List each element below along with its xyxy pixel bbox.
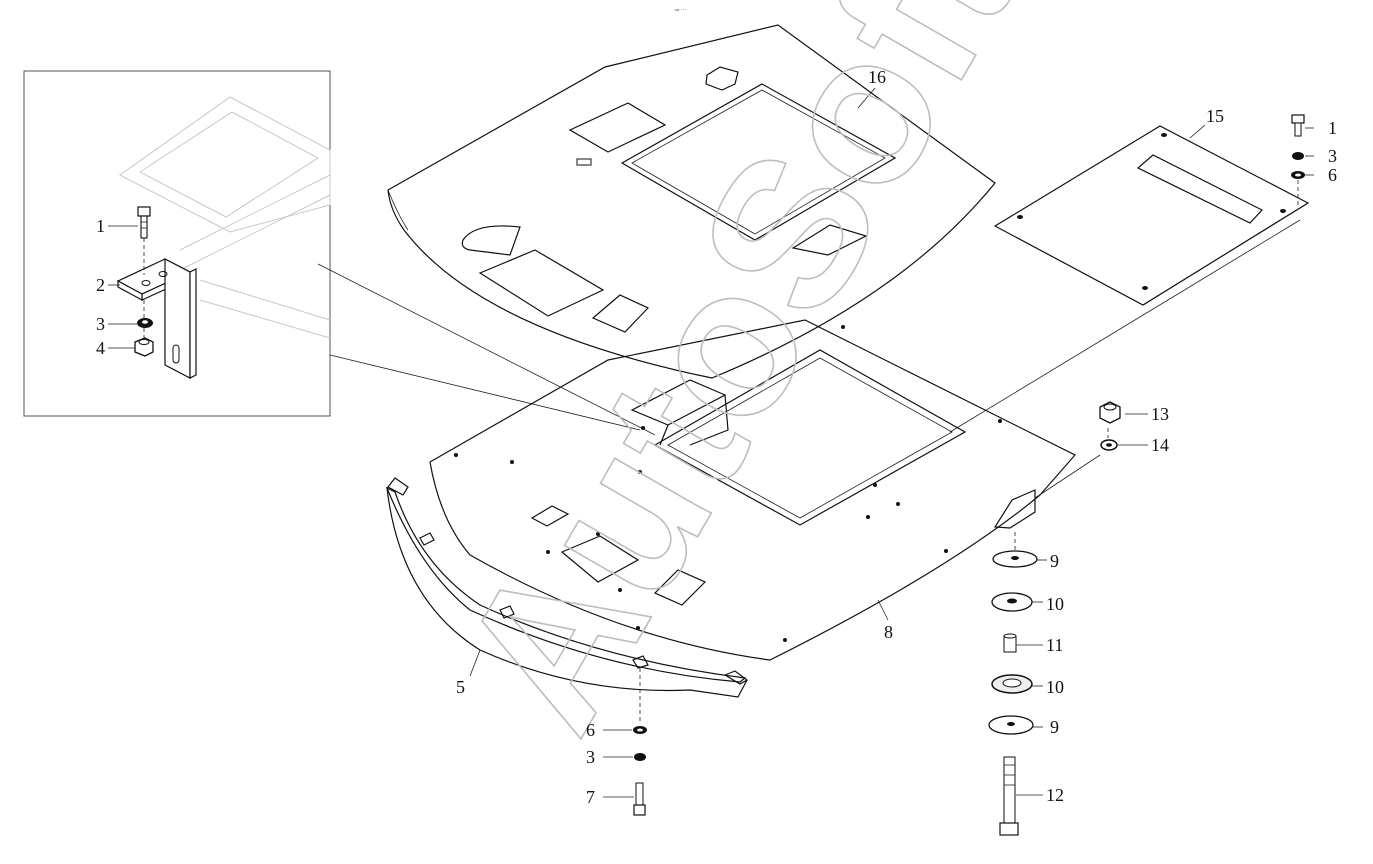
inset-washer <box>137 318 153 328</box>
watermark-text: AutoSoft <box>414 0 1061 766</box>
callout-3-inset: 3 <box>96 314 105 334</box>
callout-1-inset: 1 <box>96 216 105 236</box>
watermark: AutoSoft <box>413 0 1061 767</box>
callout-15: 15 <box>1206 106 1224 126</box>
side-cover-plate <box>949 125 1310 433</box>
inset-bracket <box>116 258 197 379</box>
inset-ghost-plate <box>119 96 331 339</box>
callout-6-bottom: 6 <box>586 720 595 740</box>
callout-9-upper: 9 <box>1050 551 1059 571</box>
callout-9-lower: 9 <box>1050 717 1059 737</box>
callout-16: 16 <box>868 67 886 87</box>
callout-12: 12 <box>1046 785 1064 805</box>
header-mark: ⊸ ··· <box>674 7 687 14</box>
inset-nut <box>134 337 154 357</box>
right-fastener-stack <box>1291 114 1314 205</box>
callout-8: 8 <box>884 622 893 642</box>
callout-10-lower: 10 <box>1046 677 1064 697</box>
callout-4-inset: 4 <box>96 338 105 358</box>
callout-14: 14 <box>1151 435 1169 455</box>
callout-6-right: 6 <box>1328 165 1337 185</box>
callout-5: 5 <box>456 677 465 697</box>
isolator-mount-stack <box>988 401 1148 836</box>
bottom-fastener-stack <box>603 668 647 816</box>
callout-2-inset: 2 <box>96 275 105 295</box>
callout-3-right: 3 <box>1328 146 1337 166</box>
callout-10-upper: 10 <box>1046 594 1064 614</box>
callout-11: 11 <box>1046 635 1063 655</box>
callout-13: 13 <box>1151 404 1169 424</box>
callout-7: 7 <box>586 787 595 807</box>
callout-1-right: 1 <box>1328 118 1337 138</box>
detail-inset <box>23 70 331 417</box>
main-floor-plate <box>429 319 1076 661</box>
top-cover-plate <box>387 24 996 379</box>
callout-labels: 1 2 3 4 5 6 3 7 8 9 10 11 10 9 12 13 14 … <box>96 67 1337 807</box>
callout-3-bottom: 3 <box>586 747 595 767</box>
inset-bolt <box>137 206 151 239</box>
